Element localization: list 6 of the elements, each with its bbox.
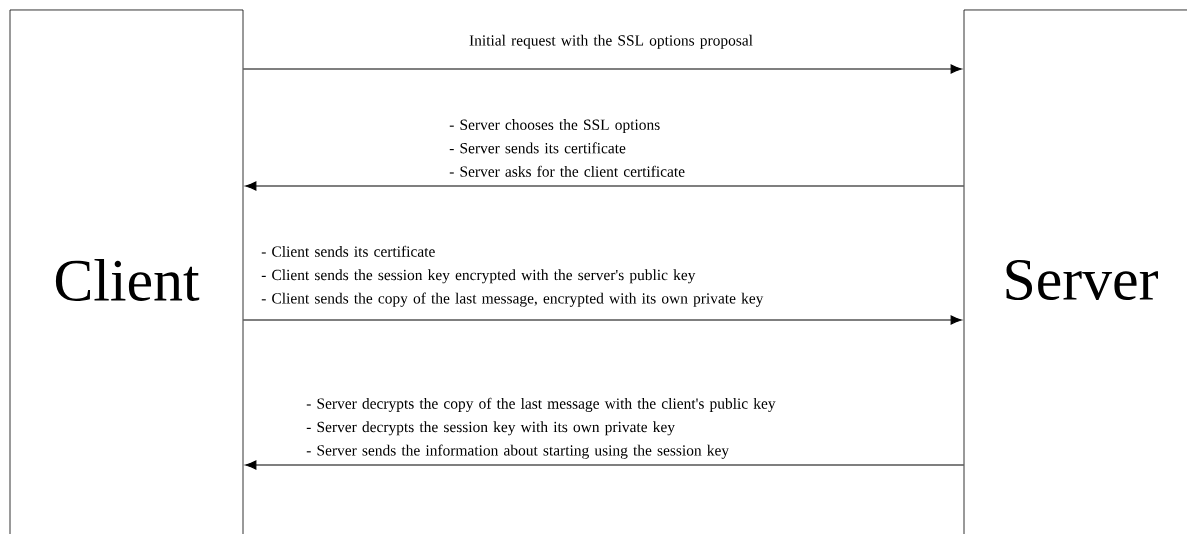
participant-box: Server: [963, 9, 1187, 534]
arrow: [242, 64, 962, 74]
arrow: [242, 315, 962, 325]
arrow: [245, 181, 965, 191]
arrow: [245, 460, 965, 470]
participant-box: Client: [9, 9, 244, 534]
